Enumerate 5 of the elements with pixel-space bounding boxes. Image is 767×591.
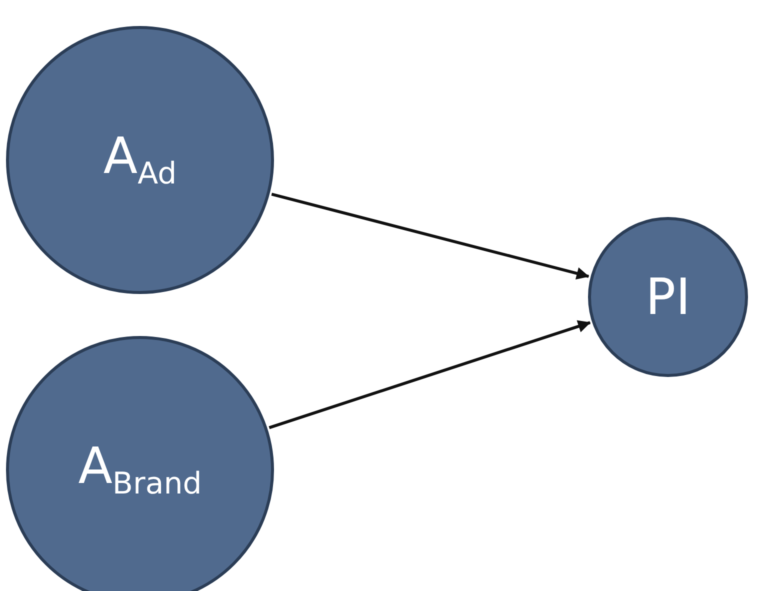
node-label: A$_{Brand}$ xyxy=(78,440,202,500)
arrow xyxy=(271,192,590,280)
node-label: A$_{Ad}$ xyxy=(103,130,177,190)
node-label: PI xyxy=(646,272,690,322)
arrow xyxy=(268,320,591,430)
